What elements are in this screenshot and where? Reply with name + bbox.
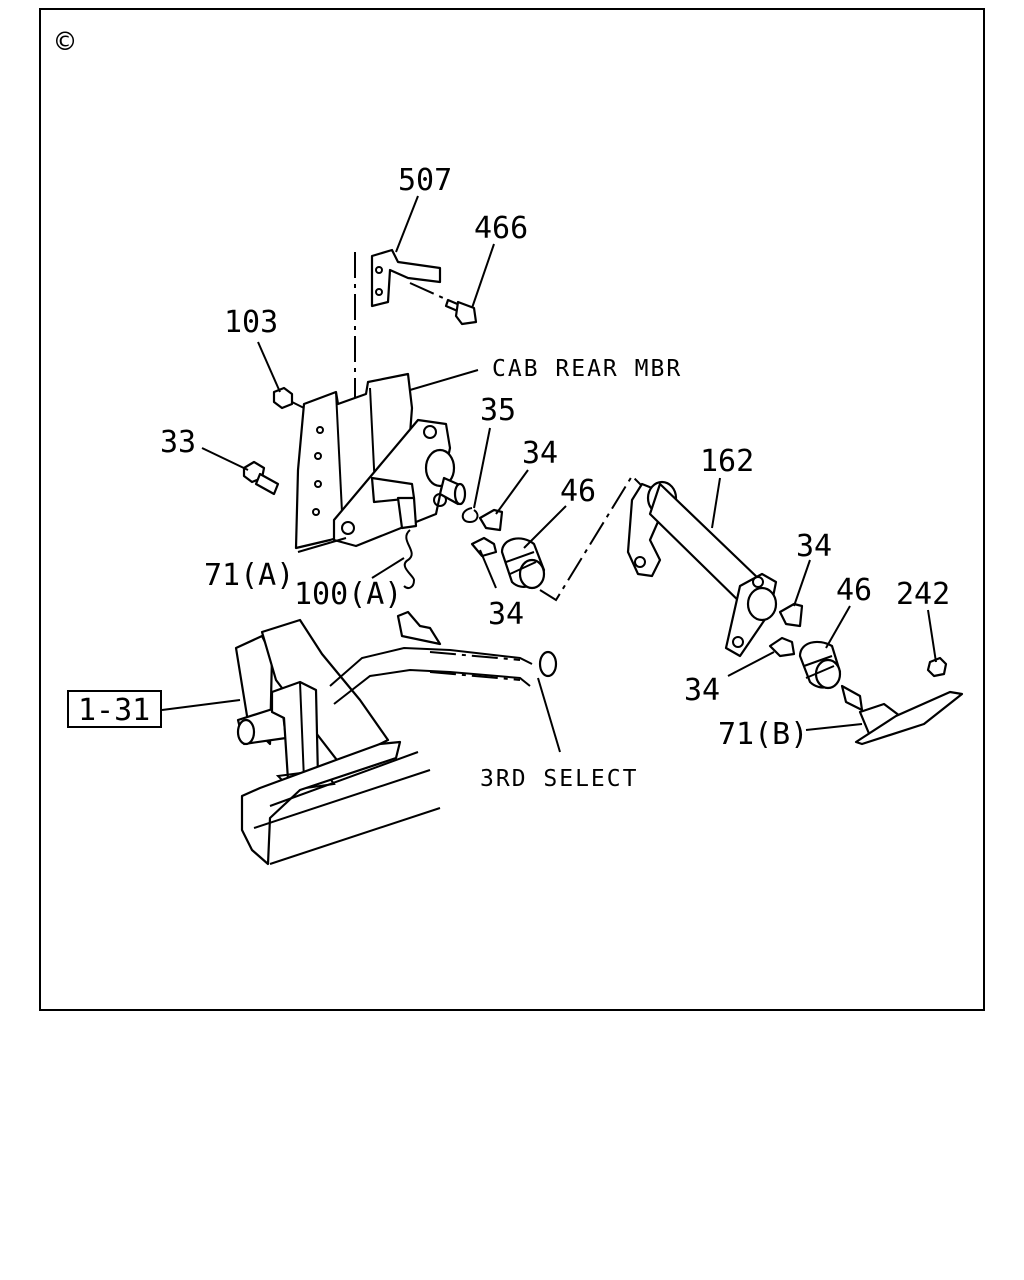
callout-34-upper-right: 34 (796, 529, 832, 564)
part-rubber-46-right (798, 640, 842, 690)
callout-46-left: 46 (560, 474, 596, 509)
leader-71b (805, 723, 863, 731)
leader-507 (395, 195, 419, 253)
callout-507: 507 (398, 163, 452, 198)
callout-71b: 71(B) (718, 717, 808, 752)
leader-cab-rear-mbr (409, 369, 479, 391)
callout-100a: 100(A) (294, 577, 402, 612)
callout-46-right: 46 (836, 573, 872, 608)
part-nut-103 (272, 386, 313, 413)
corner-symbol: © (56, 25, 75, 60)
leader-1-31 (161, 699, 241, 711)
part-bushing-34-lower-right (768, 636, 796, 658)
part-spring-pin-100a (403, 529, 416, 589)
leader-71a (297, 537, 347, 553)
label-cab-rear-mbr: CAB REAR MBR (492, 356, 682, 382)
leader-242 (927, 609, 937, 663)
leader-34-upper-left (495, 469, 529, 515)
part-bolt-33 (242, 460, 280, 496)
reference-box-label: 1-31 (78, 693, 150, 728)
callout-71a: 71(A) (204, 558, 294, 593)
leader-162 (711, 477, 721, 529)
leader-3rd-select (537, 677, 561, 753)
assembly-line-162 (539, 474, 649, 602)
callout-33: 33 (160, 425, 196, 460)
part-bushing-34-upper-left (478, 508, 504, 532)
leader-34-upper-right (793, 559, 811, 607)
callout-103: 103 (224, 305, 278, 340)
part-bracket-507 (370, 248, 442, 308)
callout-34-lower-right: 34 (684, 673, 720, 708)
leader-35 (473, 427, 491, 509)
callout-242: 242 (896, 577, 950, 612)
part-bracket-71b (840, 684, 964, 746)
leader-34-lower-left (479, 549, 497, 589)
leader-103 (257, 341, 281, 393)
part-bushing-34-upper-right (778, 602, 804, 628)
leader-100a (371, 557, 405, 579)
callout-466: 466 (474, 211, 528, 246)
leader-466 (471, 243, 495, 309)
reference-box (67, 690, 162, 728)
part-rubber-46-left (500, 537, 546, 590)
part-ring-35 (461, 507, 479, 524)
part-bushing-34-lower-left (470, 536, 498, 558)
part-frame-assembly (234, 610, 558, 866)
part-bolt-466 (409, 282, 478, 326)
diagram-frame (39, 8, 985, 1011)
leader-46-left (523, 505, 567, 549)
callout-162: 162 (700, 444, 754, 479)
part-nut-242 (926, 656, 948, 678)
leader-34-lower-right (727, 651, 775, 677)
callout-34-upper-left: 34 (522, 436, 558, 471)
leader-46-right (825, 605, 851, 649)
leader-33 (201, 447, 249, 471)
part-tube-162 (626, 480, 778, 658)
label-3rd-select: 3RD SELECT (480, 766, 638, 792)
part-bracket-71a (332, 418, 467, 548)
callout-34-lower-left: 34 (488, 597, 524, 632)
callout-35: 35 (480, 393, 516, 428)
